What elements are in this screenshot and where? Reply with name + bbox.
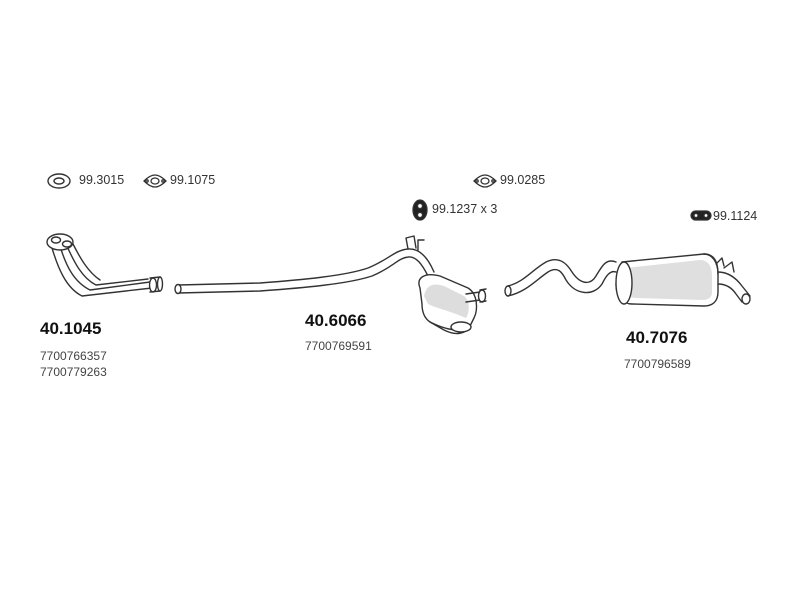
accessory-code: 99.1075 xyxy=(170,173,216,187)
rear-silencer-icon xyxy=(504,253,751,307)
flange-gasket-icon xyxy=(473,174,497,188)
oem-number: 7700779263 xyxy=(40,365,107,379)
middle-silencer-icon xyxy=(174,235,487,335)
accessory-code: 99.0285 xyxy=(500,173,546,187)
oem-number: 7700766357 xyxy=(40,349,107,363)
flange-gasket-icon xyxy=(143,174,167,188)
front-pipe-icon xyxy=(46,233,164,297)
part-number: 40.6066 xyxy=(305,311,367,330)
part-number: 40.1045 xyxy=(40,319,102,338)
accessory-code: 99.1124 xyxy=(713,209,758,223)
accessory-code: 99.1237 x 3 xyxy=(432,202,498,216)
part-number: 40.7076 xyxy=(626,328,688,347)
oem-number: 7700796589 xyxy=(624,357,691,371)
oem-number: 7700769591 xyxy=(305,339,372,353)
hanger-strap-icon xyxy=(690,210,712,221)
accessory-code: 99.3015 xyxy=(79,173,125,187)
round-gasket-icon xyxy=(47,173,71,189)
rubber-mount-icon xyxy=(412,199,428,221)
